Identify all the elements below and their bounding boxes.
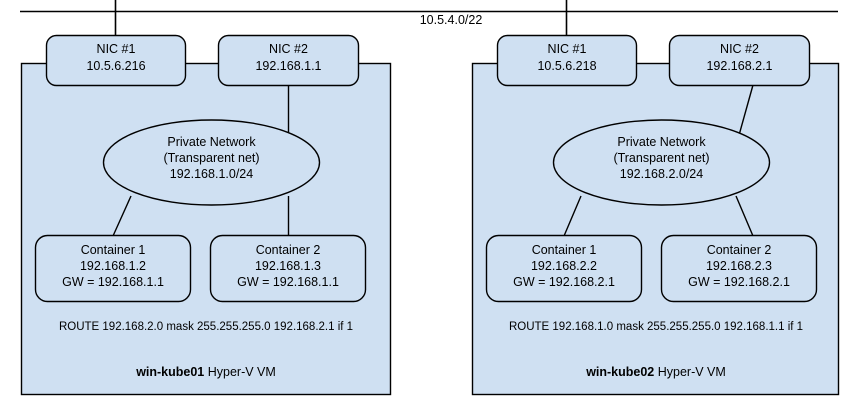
container-gateway-right-2: GW = 192.168.2.1 — [688, 275, 790, 289]
container-name-right-1: Container 1 — [531, 243, 597, 257]
nic-name-right-1: NIC #1 — [547, 42, 587, 56]
container-address-right-1: 192.168.2.2 — [530, 259, 598, 273]
nic-box-left-1 — [45, 34, 187, 87]
vm-box-win-kube01 — [20, 62, 392, 396]
private-network-line1-left: Private Network — [167, 135, 256, 149]
container-name-right-2: Container 2 — [706, 243, 772, 257]
nic-address-right-2: 192.168.2.1 — [706, 59, 773, 73]
private-network-ellipse-left — [102, 119, 321, 206]
nic-address-right-1: 10.5.6.218 — [537, 59, 597, 73]
container-name-left-1: Container 1 — [80, 243, 146, 257]
nic-box-right-1 — [496, 34, 638, 87]
nic-box-left-2 — [217, 34, 360, 87]
nic-box-right-2 — [668, 34, 811, 87]
private-network-line2-right: (Transparent net) — [613, 151, 710, 165]
network-to-container1-line-left — [112, 195, 132, 237]
container-name-left-2: Container 2 — [255, 243, 321, 257]
container-box-left-1 — [34, 234, 192, 303]
container-address-left-2: 192.168.1.3 — [254, 259, 322, 273]
container-gateway-left-1: GW = 192.168.1.1 — [62, 275, 164, 289]
vm-type-left: Hyper-V VM — [204, 365, 276, 379]
network-to-container2-line-right — [735, 195, 754, 237]
private-network-ellipse-right — [552, 119, 771, 206]
vm-box-win-kube02 — [471, 62, 840, 396]
container-box-right-1 — [485, 234, 643, 303]
route-statement-left: ROUTE 192.168.2.0 mask 255.255.255.0 192… — [58, 321, 354, 333]
private-network-line1-right: Private Network — [617, 135, 706, 149]
private-network-subnet-right: 192.168.2.0/24 — [619, 167, 704, 181]
nic-name-left-1: NIC #1 — [96, 42, 136, 56]
vm-hostname-right: win-kube02 — [586, 365, 655, 379]
nic-address-left-2: 192.168.1.1 — [255, 59, 322, 73]
container-address-right-2: 192.168.2.3 — [705, 259, 773, 273]
container-gateway-right-1: GW = 192.168.2.1 — [513, 275, 615, 289]
container-box-right-2 — [660, 234, 818, 303]
nic-name-right-2: NIC #2 — [720, 42, 759, 56]
vm-title-left: win-kube01 Hyper-V VM — [22, 365, 390, 380]
container-address-left-1: 192.168.1.2 — [79, 259, 147, 273]
private-network-subnet-left: 192.168.1.0/24 — [169, 167, 254, 181]
nic-name-left-2: NIC #2 — [269, 42, 308, 56]
container-box-left-2 — [209, 234, 367, 303]
network-to-container1-line-right — [563, 195, 582, 237]
route-statement-right: ROUTE 192.168.1.0 mask 255.255.255.0 192… — [508, 321, 804, 333]
vm-title-right: win-kube02 Hyper-V VM — [473, 365, 839, 380]
container-gateway-left-2: GW = 192.168.1.1 — [237, 275, 339, 289]
backbone-label: 10.5.4.0/22 — [419, 13, 483, 27]
vm-type-right: Hyper-V VM — [654, 365, 726, 379]
vm-hostname-left: win-kube01 — [136, 365, 205, 379]
private-network-line2-left: (Transparent net) — [163, 151, 260, 165]
nic-address-left-1: 10.5.6.216 — [86, 59, 146, 73]
